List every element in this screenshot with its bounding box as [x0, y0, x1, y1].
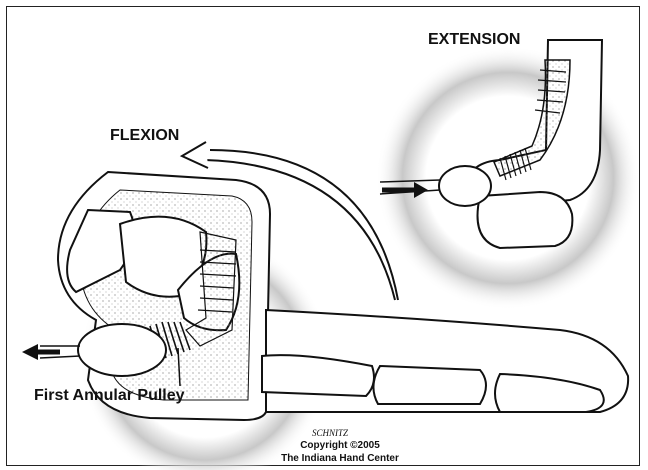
pulley-label: First Annular Pulley [34, 387, 185, 404]
flexed-finger [40, 172, 270, 420]
extension-label: EXTENSION [428, 31, 520, 48]
copyright-text: Copyright ©2005 [300, 440, 380, 451]
artist-signature: SCHNITZ [312, 428, 349, 438]
flexion-label: FLEXION [110, 127, 179, 144]
owner-text: The Indiana Hand Center [281, 453, 399, 464]
extended-hand-bones [262, 310, 628, 412]
